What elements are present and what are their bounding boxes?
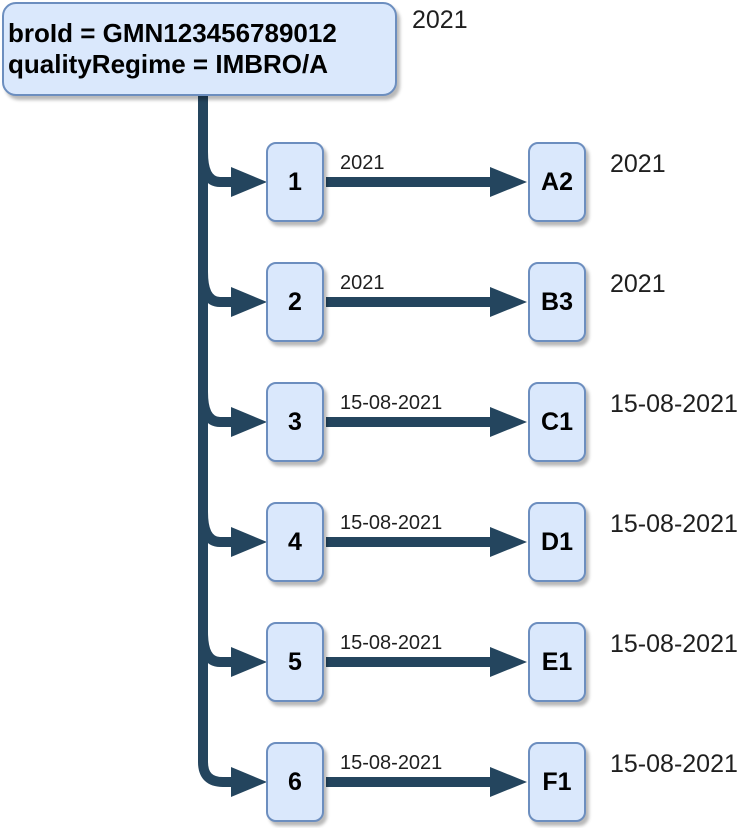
edge-label-5: 15-08-2021 [340,632,443,654]
edge-label-6: 15-08-2021 [340,752,443,774]
node-source-3-label: 3 [288,407,302,436]
node-source-4-label: 4 [288,527,302,556]
root-line2: qualityRegime = IMBRO/A [8,49,328,79]
target-side-label-5: 15-08-2021 [610,630,738,658]
node-target-4: D1 [528,502,586,582]
branch-edge-4 [198,511,232,547]
branch-arrowhead-5 [231,647,267,677]
node-target-6-label: F1 [542,767,572,796]
target-side-label-3: 15-08-2021 [610,390,738,418]
branch-arrowhead-6 [231,767,267,797]
link-arrowhead-3 [490,407,527,437]
node-source-6: 6 [266,742,324,822]
branch-edge-3 [198,391,232,427]
node-source-2: 2 [266,262,324,342]
branch-arrowhead-3 [231,407,267,437]
node-target-5-label: E1 [541,647,573,676]
node-source-5-label: 5 [288,647,302,676]
node-target-2: B3 [528,262,586,342]
branch-edge-5 [198,631,232,667]
root-line1: broId = GMN123456789012 [8,18,337,48]
node-source-1-label: 1 [288,167,302,196]
node-root: broId = GMN123456789012 qualityRegime = … [2,2,397,96]
node-source-1: 1 [266,142,324,222]
node-source-4: 4 [266,502,324,582]
target-side-label-1: 2021 [610,150,666,178]
node-source-3: 3 [266,382,324,462]
target-side-label-2: 2021 [610,270,666,298]
node-source-5: 5 [266,622,324,702]
target-side-label-6: 15-08-2021 [610,750,738,778]
edge-label-4: 15-08-2021 [340,512,443,534]
node-target-2-label: B3 [541,287,573,316]
node-target-3: C1 [528,382,586,462]
edge-label-2: 2021 [340,272,385,294]
branch-edge-1 [198,151,232,187]
node-target-3-label: C1 [541,407,573,436]
node-target-5: E1 [528,622,586,702]
edge-label-1: 2021 [340,152,385,174]
branch-edge-2 [198,271,232,307]
link-arrowhead-1 [490,167,527,197]
node-target-4-label: D1 [541,527,573,556]
edge-label-3: 15-08-2021 [340,392,443,414]
link-arrowhead-6 [490,767,527,797]
node-source-6-label: 6 [288,767,302,796]
node-target-1-label: A2 [541,167,573,196]
link-arrowhead-2 [490,287,527,317]
node-target-1: A2 [528,142,586,222]
trunk-edge [198,94,232,787]
target-side-label-4: 15-08-2021 [610,510,738,538]
link-arrowhead-5 [490,647,527,677]
node-target-6: F1 [528,742,586,822]
node-source-2-label: 2 [288,287,302,316]
branch-arrowhead-4 [231,527,267,557]
branch-arrowhead-2 [231,287,267,317]
branch-arrowhead-1 [231,167,267,197]
link-arrowhead-4 [490,527,527,557]
root-side-label: 2021 [412,6,468,34]
